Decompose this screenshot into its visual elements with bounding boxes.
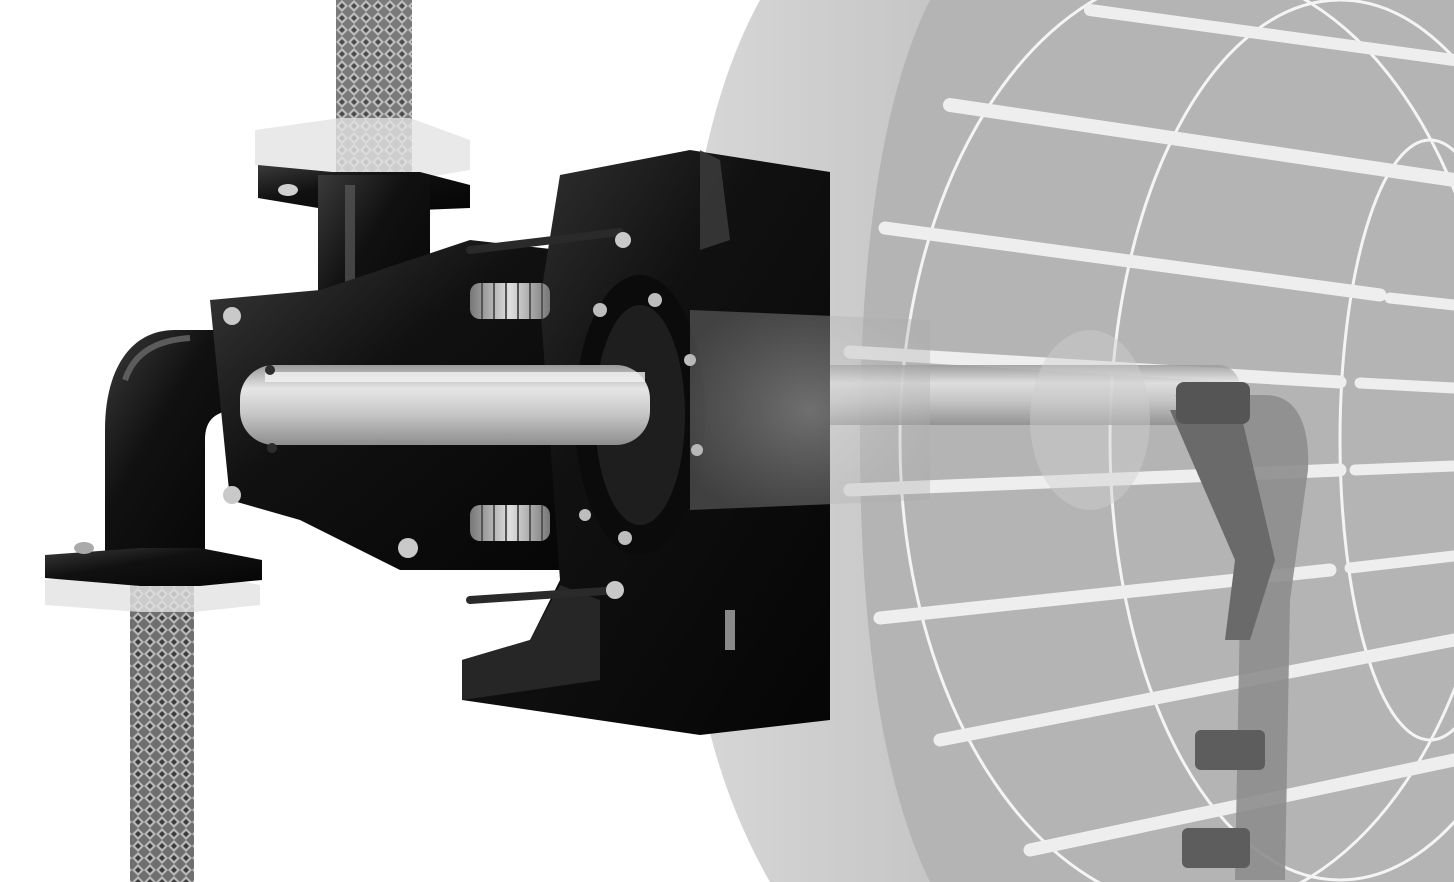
dryer-cylinder bbox=[680, 0, 1454, 882]
tie-rod-nuts bbox=[223, 232, 631, 599]
bearing-journal-ghost bbox=[690, 310, 930, 510]
top-flange-ghost bbox=[255, 118, 470, 180]
dryer-shell-inner bbox=[860, 0, 1454, 882]
tie-rods bbox=[466, 228, 624, 604]
compression-spring-lower bbox=[470, 505, 550, 541]
siphon-shoe-bracket bbox=[1170, 410, 1275, 640]
siphon-lower-clamp bbox=[1195, 730, 1265, 770]
siphon-assembly bbox=[700, 365, 1309, 880]
flange-bolt-hole bbox=[278, 184, 298, 196]
compression-spring-upper bbox=[470, 283, 550, 319]
rotary-joint-housing bbox=[45, 118, 1150, 735]
siphon-shoe bbox=[1182, 828, 1250, 868]
hose-braid-lower bbox=[130, 575, 194, 882]
internal-syphon-tube bbox=[240, 365, 650, 445]
elbow-pipe bbox=[105, 330, 240, 560]
journal-end-ghost bbox=[1030, 330, 1150, 510]
siphon-clamp bbox=[1176, 382, 1250, 424]
internal-seal-bolts bbox=[265, 365, 277, 453]
flange-bolt bbox=[74, 542, 94, 554]
bottom-outlet-flange bbox=[45, 548, 262, 586]
bottom-braided-hose bbox=[130, 575, 194, 882]
